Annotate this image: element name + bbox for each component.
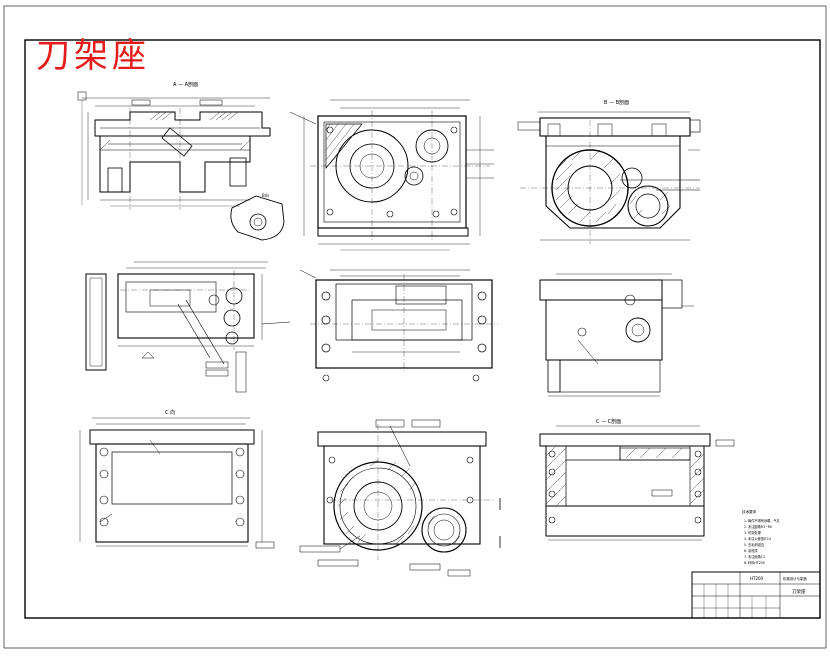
view-side-right bbox=[539, 273, 694, 397]
view-label-section-aa: A — A剖面 bbox=[173, 81, 198, 88]
notes-line: 3. 时效处理 bbox=[744, 530, 762, 535]
view-bottom-left: C 向 bbox=[79, 409, 275, 549]
drawing-title: 刀架座 bbox=[36, 36, 150, 76]
outer-frame bbox=[3, 5, 827, 649]
view-label-section-cc: C — C剖面 bbox=[596, 418, 621, 425]
svg-text:B向: B向 bbox=[262, 192, 269, 198]
title-block-material: HT200 bbox=[750, 576, 764, 581]
view-plan-center bbox=[299, 269, 498, 382]
technical-notes: 技术要求 1. 铸件不得有砂眼、气孔 2. 未注圆角R3~R5 3. 时效处理 … bbox=[742, 509, 781, 565]
title-block-school: 机械设计与制造 bbox=[783, 576, 807, 581]
view-label-bottom-left: C 向 bbox=[165, 409, 175, 416]
notes-line: 5. 去毛刺锐边 bbox=[744, 542, 765, 547]
notes-heading: 技术要求 bbox=[742, 509, 757, 514]
notes-line: 4. 未注公差按IT14 bbox=[744, 536, 771, 541]
view-bottom-center bbox=[299, 419, 501, 577]
view-front-gear bbox=[289, 99, 494, 251]
notes-line: 8. 材料HT200 bbox=[744, 560, 765, 565]
view-section-cc: C — C剖面 bbox=[539, 418, 735, 541]
title-block-part-name: 刀架座 bbox=[792, 588, 806, 595]
inner-frame bbox=[24, 39, 821, 619]
notes-line: 2. 未注圆角R3~R5 bbox=[744, 524, 772, 529]
view-label-section-bb: B — B剖面 bbox=[604, 99, 629, 106]
view-section-bb: B — B剖面 bbox=[517, 99, 701, 244]
title-block: HT200 机械设计与制造 刀架座 bbox=[691, 571, 821, 619]
notes-line: 7. 未注倒角C1 bbox=[744, 554, 765, 559]
notes-line: 6. 涂底漆 bbox=[744, 548, 758, 553]
notes-line: 1. 铸件不得有砂眼、气孔 bbox=[744, 518, 781, 523]
view-section-aa: A — A剖面 bbox=[77, 81, 285, 241]
view-side-left bbox=[85, 261, 291, 393]
